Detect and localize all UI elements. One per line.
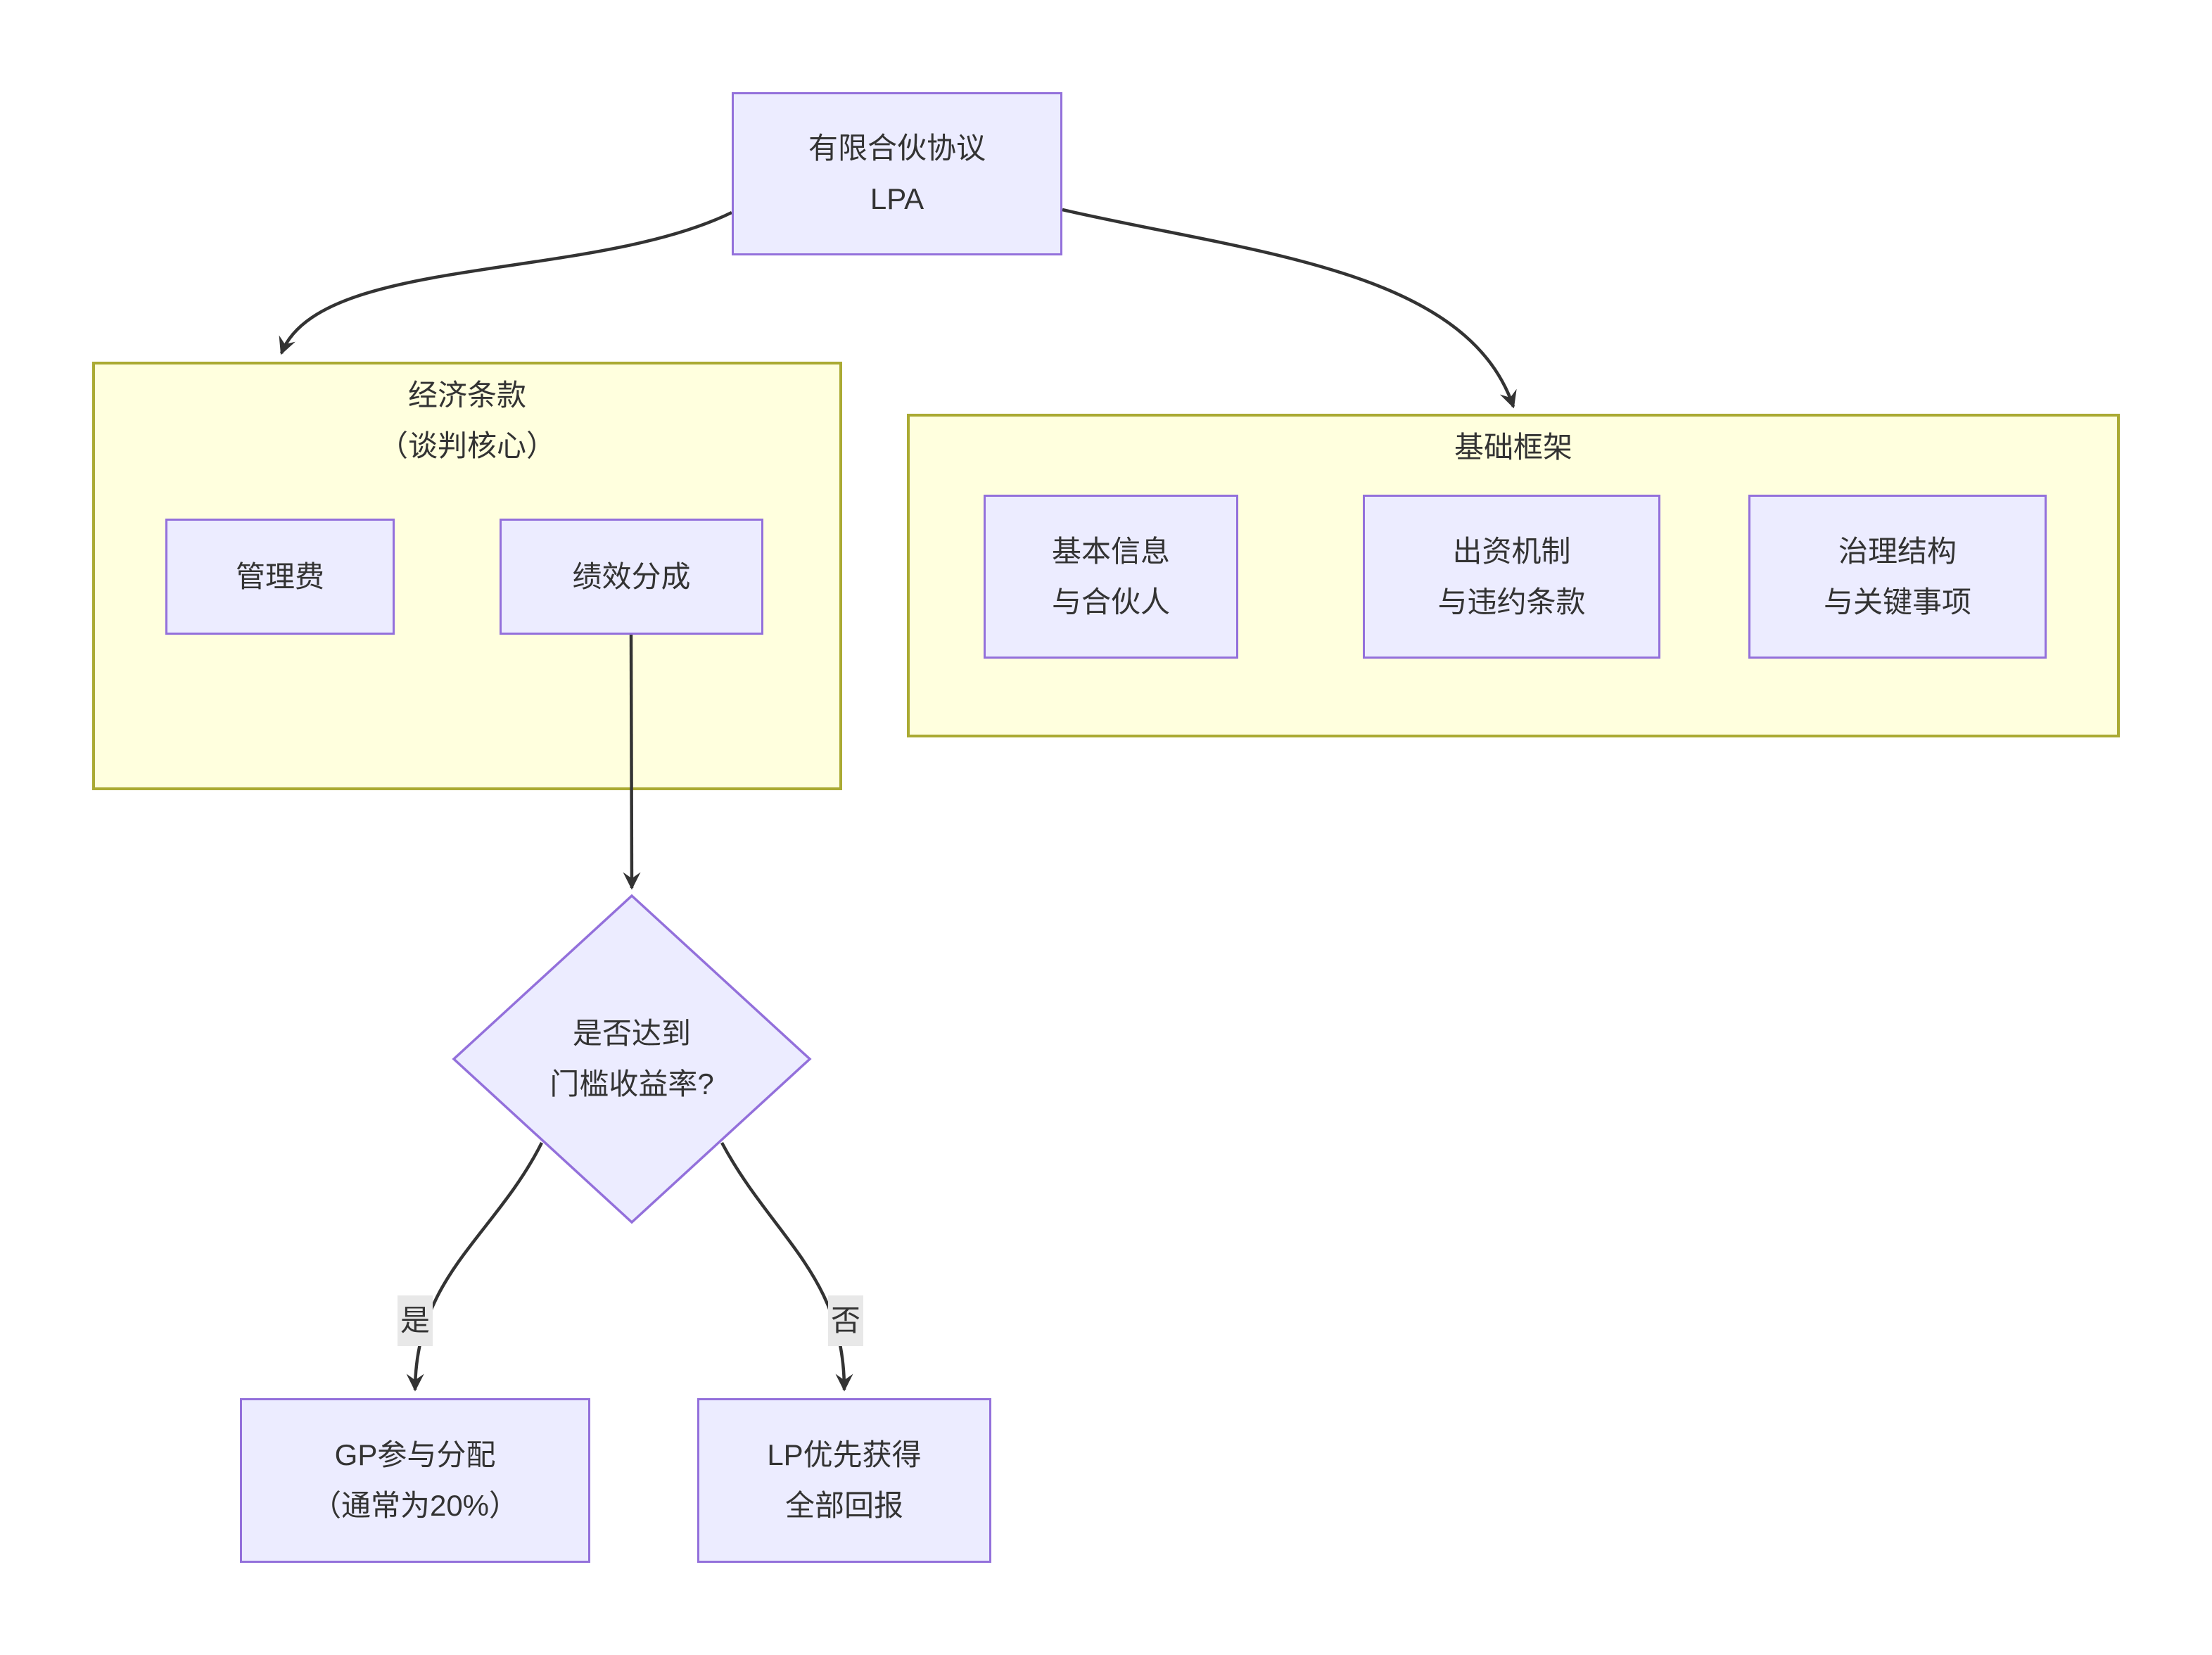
decision-hurdle-rate: 是否达到 门槛收益率? — [454, 896, 810, 1222]
decision-hurdle-rate-line1: 是否达到 — [572, 1017, 691, 1050]
edge-lpa-to-economic-terms — [279, 210, 732, 355]
node-capital-mechanism-line1: 出资机制 — [1452, 534, 1571, 568]
node-lp-priority-return-line1: LP优先获得 — [767, 1438, 922, 1471]
decision-diamond-shape — [452, 894, 812, 1224]
edge-carried-interest-to-decision — [623, 634, 641, 890]
cluster-basic-framework-title-text: 基础框架 — [1454, 431, 1572, 464]
node-management-fee-label: 管理费 — [235, 559, 324, 593]
edge-decision-yes-to-gp — [406, 1141, 544, 1392]
node-lpa-line2: LPA — [870, 182, 924, 215]
node-capital-mechanism-line2: 与违约条款 — [1437, 585, 1586, 619]
edge-label-yes: 是 — [397, 1295, 433, 1346]
node-governance-line1: 治理结构 — [1838, 534, 1957, 568]
node-basic-info-line2: 与合伙人 — [1051, 585, 1170, 619]
node-management-fee: 管理费 — [165, 519, 395, 635]
node-governance-line2: 与关键事项 — [1823, 585, 1971, 619]
edge-lpa-to-basic-framework — [1062, 208, 1517, 409]
cluster-basic-framework-title: 基础框架 — [910, 417, 2117, 473]
node-carried-interest: 绩效分成 — [500, 519, 763, 635]
cluster-economic-terms-title-line2: （谈判核心） — [378, 429, 556, 462]
cluster-economic-terms-title: 经济条款 （谈判核心） — [95, 364, 839, 471]
node-gp-distribution: GP参与分配 （通常为20%） — [240, 1398, 590, 1563]
node-lpa: 有限合伙协议 LPA — [732, 92, 1062, 255]
node-gp-distribution-line1: GP参与分配 — [334, 1438, 496, 1471]
cluster-economic-terms-title-line1: 经济条款 — [407, 379, 526, 412]
decision-hurdle-rate-line2: 门槛收益率? — [549, 1067, 714, 1101]
node-lp-priority-return-line2: 全部回报 — [784, 1489, 903, 1522]
node-gp-distribution-line2: （通常为20%） — [311, 1489, 519, 1522]
edge-label-no: 否 — [827, 1295, 864, 1346]
node-governance: 治理结构 与关键事项 — [1748, 495, 2047, 659]
edge-decision-no-to-lp — [720, 1141, 853, 1392]
node-carried-interest-label: 绩效分成 — [572, 559, 691, 593]
node-capital-mechanism: 出资机制 与违约条款 — [1363, 495, 1660, 659]
node-basic-info: 基本信息 与合伙人 — [984, 495, 1238, 659]
node-lpa-line1: 有限合伙协议 — [808, 132, 986, 165]
node-basic-info-line1: 基本信息 — [1051, 534, 1170, 568]
node-lp-priority-return: LP优先获得 全部回报 — [697, 1398, 991, 1563]
